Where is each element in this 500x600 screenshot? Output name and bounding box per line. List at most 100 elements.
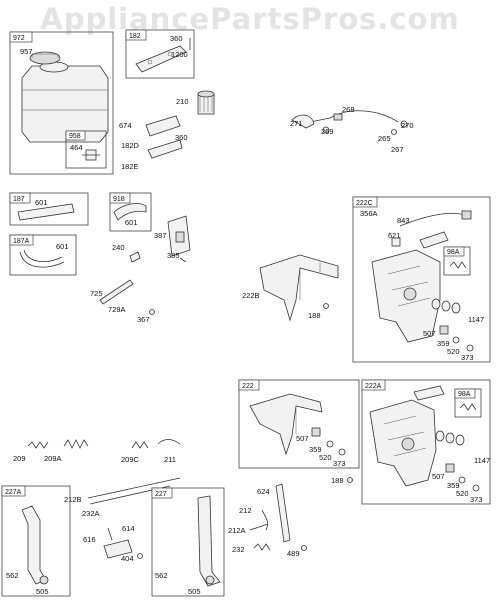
bracket-182d: [145, 115, 181, 137]
label-520-c: 520: [456, 489, 469, 498]
tag-958-box: [65, 130, 86, 141]
tag-98A-2: 98A: [458, 391, 471, 398]
tag-972-box: [9, 31, 33, 43]
governor-control-box-222: [238, 379, 360, 469]
label-188-a: 188: [308, 311, 321, 320]
label-507-c: 507: [432, 472, 445, 481]
label-212: 212: [239, 506, 252, 515]
label-373-b: 373: [333, 459, 346, 468]
breather-hose: [113, 203, 147, 221]
lever-624: [275, 483, 291, 543]
tag-187: 187: [13, 196, 25, 203]
governor-control-box-222A: [361, 379, 491, 505]
label-505-a: 505: [36, 587, 49, 596]
label-373-a: 373: [461, 353, 474, 362]
link-211: [157, 439, 181, 445]
label-212B: 212B: [64, 495, 82, 504]
fuel-tank: [21, 51, 109, 143]
label-373-c: 373: [470, 495, 483, 504]
label-359-a: 359: [437, 339, 450, 348]
link-212A: [249, 523, 269, 531]
label-232: 232: [232, 545, 245, 554]
label-507-a: 507: [423, 329, 436, 338]
breather-tube-curved: [19, 249, 65, 268]
control-bracket-222: [249, 393, 346, 456]
tag-187-box: [9, 192, 31, 204]
tag-222C: 222C: [356, 200, 373, 207]
spring-232: [253, 543, 271, 551]
label-520-b: 520: [319, 453, 332, 462]
fuel-shutoff-valve: [82, 149, 100, 161]
bracket-182e: [147, 139, 183, 159]
label-601-c: 601: [56, 242, 69, 251]
label-624: 624: [257, 487, 270, 496]
label-182D: 182D: [121, 141, 140, 150]
label-222B: 222B: [242, 291, 260, 300]
tag-958: 958: [69, 133, 81, 140]
label-240: 240: [112, 243, 125, 252]
screw-188-b: [347, 477, 353, 483]
control-lever-box-227A: [1, 485, 71, 597]
control-lever-227A: [21, 505, 49, 585]
clip-240: [129, 251, 141, 263]
breather-tube: [17, 203, 75, 221]
label-268: 268: [342, 105, 355, 114]
governor-control-assembly-222A: [369, 385, 445, 487]
bracket-616: [103, 539, 133, 559]
washers-222A: [435, 430, 480, 492]
label-360-mid: 360: [175, 133, 188, 142]
label-674: 674: [119, 121, 132, 130]
label-212A: 212A: [228, 526, 246, 535]
tag-222: 222: [242, 383, 254, 390]
tag-182: 182: [129, 33, 141, 40]
label-211: 211: [164, 455, 176, 464]
label-489: 489: [287, 549, 300, 558]
label-562-a: 562: [6, 571, 19, 580]
label-265: 265: [378, 134, 391, 143]
label-271: 271: [290, 119, 303, 128]
label-464: 464: [70, 143, 83, 152]
tag-918-box: [109, 192, 131, 204]
label-520-a: 520: [447, 347, 460, 356]
label-182E: 182E: [121, 162, 139, 171]
control-lever-227: [197, 495, 221, 587]
screw-188-a: [323, 303, 329, 309]
label-385: 385: [167, 251, 180, 260]
label-1200: 1200: [171, 50, 188, 59]
spring-209: [27, 441, 49, 449]
dipstick-tube: [99, 279, 134, 305]
screw-489: [301, 545, 307, 551]
label-621: 621: [388, 231, 401, 240]
label-209: 209: [13, 454, 26, 463]
label-188-b: 188: [331, 476, 344, 485]
spring-209A: [63, 439, 89, 449]
label-360-top: 360: [170, 34, 183, 43]
link-614: [107, 527, 113, 541]
label-209A: 209A: [44, 454, 62, 463]
label-359-c: 359: [447, 481, 460, 490]
label-614: 614: [122, 524, 135, 533]
tag-227A-box: [1, 485, 26, 497]
label-957: 957: [20, 47, 33, 56]
tag-227-box: [151, 487, 173, 499]
spring-98A-2: [459, 403, 477, 411]
label-367: 367: [137, 315, 150, 324]
fuel-filter-box: [65, 130, 107, 169]
label-210: 210: [176, 97, 189, 106]
breather-box-918: [109, 192, 152, 232]
control-bracket: [135, 38, 191, 73]
tag-98A-1-box: [443, 246, 465, 257]
spring-209C: [131, 441, 149, 449]
control-lever-box-227: [151, 487, 225, 597]
label-843: 843: [397, 216, 410, 225]
label-209C: 209C: [121, 455, 140, 464]
throttle-cable: [291, 110, 408, 135]
oil-filter: [197, 90, 215, 115]
tag-187A-box: [9, 234, 34, 246]
tag-227A: 227A: [5, 489, 22, 496]
label-507-b: 507: [296, 434, 309, 443]
tag-227: 227: [155, 491, 167, 498]
label-404: 404: [121, 554, 134, 563]
label-270: 270: [401, 121, 414, 130]
